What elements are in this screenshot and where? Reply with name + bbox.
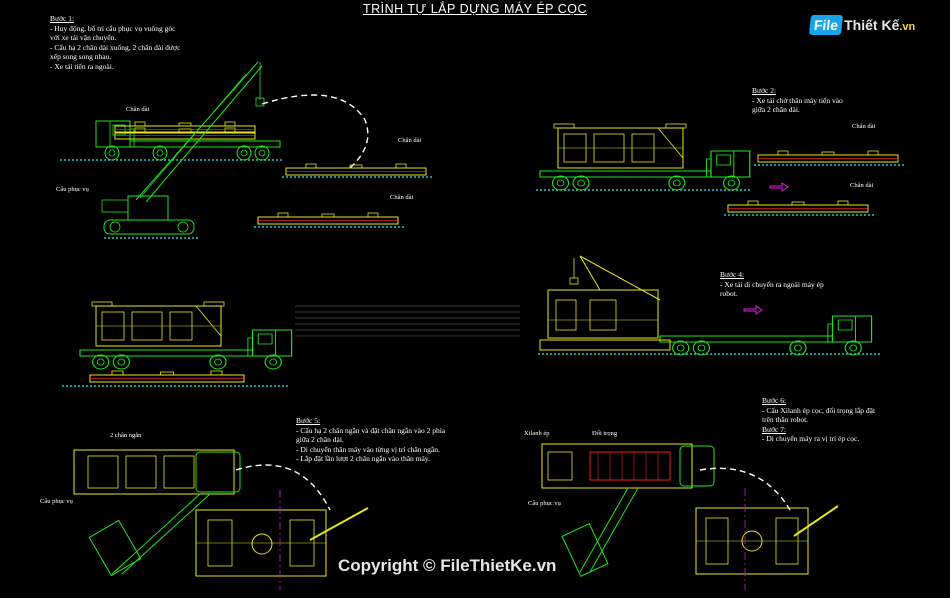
step1-line: xếp song song nhau.: [50, 52, 112, 62]
step1-note: Bước 1: - Huy động, bố trí cẩu phục vụ v…: [50, 14, 180, 72]
step7-heading: Bước 7:: [762, 424, 787, 434]
step2-scene: [536, 123, 905, 216]
step5-line: giữa 2 chân dài.: [296, 435, 344, 445]
step4-line: robot.: [720, 289, 738, 299]
label-cau-phuc-vu: Cẩu phục vụ: [56, 186, 89, 193]
copyright-watermark: Copyright © FileThietKe.vn: [338, 556, 557, 575]
label-chan-dai: Chân dài: [852, 123, 876, 130]
step3-scene: [62, 301, 520, 387]
step2-note: Bước 2: - Xe tải chở thân máy tiến vào g…: [752, 86, 843, 115]
step5-scene: [73, 449, 369, 590]
direction-arrow-icon: [769, 182, 789, 192]
step1-line: - Xe tải tiến ra ngoài.: [50, 61, 114, 71]
step1-line: với xe tải vận chuyển.: [50, 33, 117, 43]
logo-rest-text: Thiết Kế: [844, 17, 900, 33]
step4-line: - Xe tải di chuyển ra ngoài máy ép: [720, 279, 824, 289]
label-chan-dai: Chân dài: [850, 182, 874, 189]
label-xilanh-ep: Xilanh ép: [524, 430, 550, 437]
step5-note: Bước 5: - Cẩu hạ 2 chân ngắn và đặt chân…: [296, 416, 445, 464]
step2-line: giữa 2 chân dài.: [752, 105, 800, 115]
label-2-chan-ngan: 2 chân ngắn: [110, 432, 142, 439]
step2-line: - Xe tải chở thân máy tiến vào: [752, 95, 843, 105]
page-title: TRÌNH TỰ LẮP DỰNG MÁY ÉP CỌC: [362, 2, 588, 16]
step4-scene: [538, 255, 880, 356]
logo-suffix: .vn: [899, 21, 916, 33]
step1-scene: [60, 61, 432, 239]
step4-heading: Bước 4:: [720, 270, 745, 279]
step4-note: Bước 4: - Xe tải di chuyển ra ngoài máy …: [720, 270, 824, 299]
label-cau-phuc-vu: Cẩu phục vụ: [40, 498, 73, 505]
step5-line: - Lắp đặt lần lượt 2 chân ngắn vào thân …: [296, 454, 430, 464]
step7-line: - Di chuyển máy ra vị trí ép cọc.: [762, 434, 860, 444]
step6-line: trên thân robot.: [762, 415, 809, 425]
direction-arrow-icon: [743, 305, 763, 315]
label-chan-dai: Chân dài: [398, 137, 422, 144]
label-chan-dai: Chân dài: [390, 194, 414, 201]
step1-line: - Cẩu hạ 2 chân dài xuống, 2 chân dài đư…: [50, 42, 181, 52]
step5-line: - Cẩu hạ 2 chân ngắn và đặt chân ngắn và…: [296, 425, 446, 435]
step6-line: - Cẩu Xilanh ép cọc, đối trọng lắp đặt: [762, 405, 876, 415]
site-logo: File Thiết Kế.vn: [808, 12, 915, 38]
step1-line: - Huy động, bố trí cẩu phục vụ vuông góc: [50, 23, 176, 33]
step5-heading: Bước 5:: [296, 416, 321, 425]
label-doi-trong: Đối trọng: [592, 430, 618, 437]
step5-line: - Di chuyển thân máy vào từng vị trí châ…: [296, 444, 440, 454]
step1-heading: Bước 1:: [50, 14, 75, 23]
label-chan-dai: Chân dài: [126, 106, 150, 113]
step6-heading: Bước 6:: [762, 396, 787, 405]
step6-note: Bước 6: - Cẩu Xilanh ép cọc, đối trọng l…: [762, 396, 875, 444]
label-cau-phuc-vu: Cẩu phục vụ: [528, 500, 561, 507]
step6-scene: [541, 443, 839, 590]
step2-heading: Bước 2:: [752, 86, 777, 95]
logo-text: Thiết Kế.vn: [844, 17, 915, 33]
